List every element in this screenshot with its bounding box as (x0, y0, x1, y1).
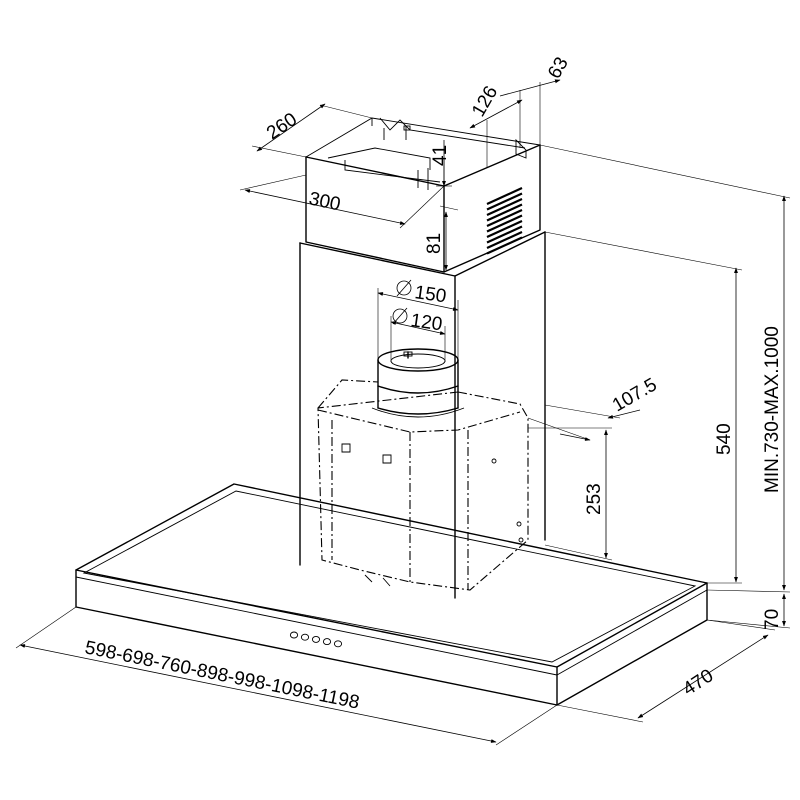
label-540: 540 (714, 423, 735, 455)
dim-height-range: MIN.730-MAX.1000 (539, 144, 791, 593)
dim-300: 300 (239, 157, 445, 229)
label-63: 63 (544, 54, 573, 83)
control-button (322, 638, 332, 646)
grille-slat (486, 214, 523, 233)
dim-107-5: 107.5 (527, 374, 661, 441)
control-button (311, 635, 321, 643)
grille-slat (486, 197, 523, 217)
grille-slat (486, 192, 523, 211)
label-height-range: MIN.730-MAX.1000 (762, 326, 783, 493)
control-button (300, 633, 310, 641)
dim-70: 70 (706, 593, 791, 630)
dim-150: 150 (377, 279, 459, 360)
grille-slat (486, 208, 523, 228)
grille-slat (486, 219, 523, 239)
motor-housing (317, 379, 529, 591)
grille-slat (486, 225, 523, 244)
label-107-5: 107.5 (609, 374, 661, 416)
grille-slat (486, 230, 523, 250)
grille-slat (486, 236, 523, 255)
control-button (289, 631, 299, 639)
label-260: 260 (263, 109, 301, 144)
label-150: 150 (413, 282, 447, 307)
dim-470: 470 (556, 619, 776, 723)
label-126: 126 (468, 83, 502, 121)
dim-120: 120 (390, 307, 446, 362)
dim-81: 81 (424, 205, 459, 271)
label-253: 253 (584, 483, 605, 515)
dim-540: 540 (544, 231, 743, 584)
outlet-collar (371, 348, 465, 418)
dim-41: 41 (430, 140, 452, 187)
vent-grille (486, 186, 523, 255)
label-120: 120 (409, 310, 443, 335)
control-button (333, 640, 343, 648)
label-300: 300 (307, 188, 342, 215)
label-81: 81 (424, 233, 445, 254)
lower-chimney (299, 231, 546, 599)
grille-slat (486, 186, 523, 206)
dim-width: 598-698-760-898-998-1098-1198 (15, 606, 558, 746)
grille-slat (486, 203, 523, 222)
dim-260: 260 (251, 103, 373, 158)
label-width-options: 598-698-760-898-998-1098-1198 (83, 637, 361, 713)
label-41: 41 (430, 145, 451, 166)
control-buttons (289, 631, 343, 648)
dim-253: 253 (528, 427, 613, 561)
dim-126-63: 126 63 (443, 54, 573, 186)
label-70: 70 (762, 609, 783, 630)
